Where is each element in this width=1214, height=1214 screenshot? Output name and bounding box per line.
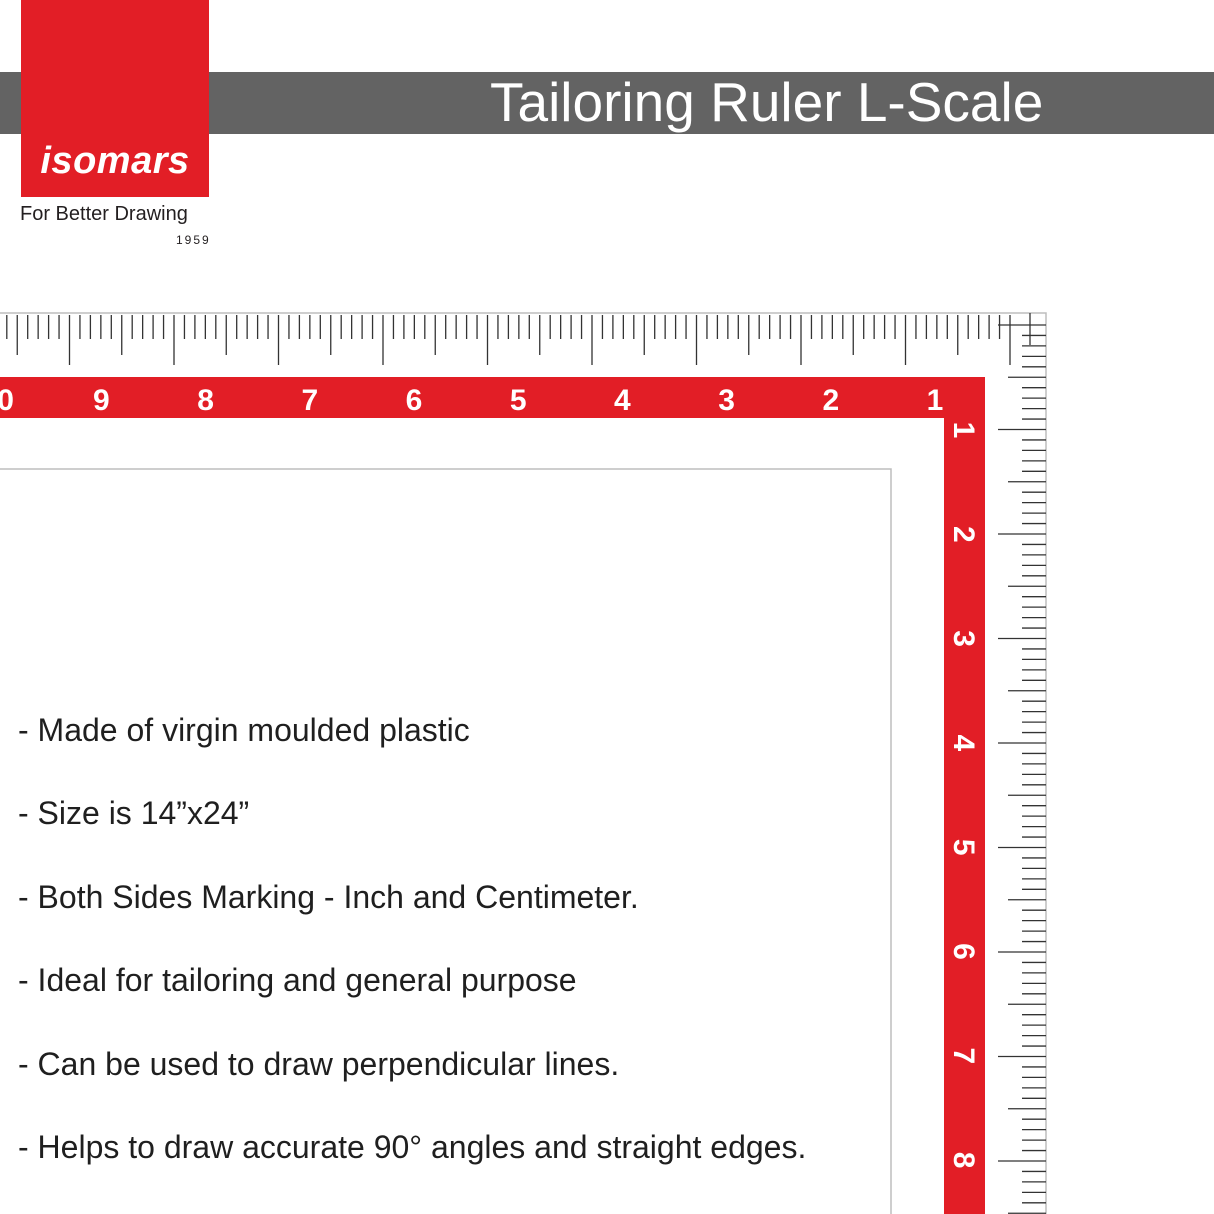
feature-item: - Made of virgin moulded plastic (18, 712, 470, 748)
ruler-vertical-label: 2 (947, 526, 980, 543)
ruler-horizontal-label: 1 (927, 384, 944, 417)
ruler-vertical-label: 3 (947, 630, 980, 647)
brand-year: 1959 (176, 233, 211, 247)
ruler-vertical-ticks (998, 313, 1046, 1214)
ruler-vertical-label: 5 (947, 839, 980, 856)
ruler-vertical-label: 6 (947, 943, 980, 960)
ruler-vertical-label: 7 (947, 1047, 980, 1064)
ruler-horizontal-label: 5 (510, 384, 527, 417)
brand-tagline: For Better Drawing (20, 203, 188, 225)
ruler-vertical-band (944, 377, 985, 1214)
ruler-vertical-label: 4 (947, 735, 980, 752)
ruler-vertical-label: 8 (947, 1152, 980, 1169)
ruler-horizontal-label: 3 (718, 384, 735, 417)
ruler-horizontal-band (0, 377, 985, 418)
ruler-inner-edge (0, 468, 892, 1214)
ruler-vertical-label: 1 (947, 422, 980, 439)
brand-logo: isomars (21, 0, 209, 197)
feature-item: - Size is 14”x24” (18, 795, 250, 832)
ruler-horizontal-label: 8 (197, 384, 214, 417)
ruler-horizontal-label: 7 (301, 384, 318, 417)
ruler-horizontal-label: 6 (406, 384, 423, 417)
ruler-horizontal-label: 2 (822, 384, 839, 417)
feature-list: - Made of virgin moulded plastic - Size … (18, 710, 898, 1210)
ruler-horizontal-label: 9 (93, 384, 110, 417)
ruler-horizontal-labels: 10 9 8 7 6 5 4 3 2 1 (0, 384, 943, 417)
ruler-horizontal-label: 4 (614, 384, 631, 417)
ruler-outer-edge (0, 312, 1047, 1214)
brand-logo-wordmark: isomars (40, 140, 190, 182)
feature-item: - Can be used to draw perpendicular line… (18, 1045, 620, 1082)
ruler-horizontal-label: 10 (0, 384, 14, 417)
page-title: Tailoring Ruler L-Scale (490, 71, 1044, 133)
ruler-vertical-labels: 1 2 3 4 5 6 7 8 (947, 422, 980, 1169)
feature-item: - Helps to draw accurate 90° angles and … (18, 1128, 807, 1165)
ruler-horizontal-ticks (6, 315, 1011, 365)
feature-item: - Both Sides Marking - Inch and Centimet… (18, 878, 639, 915)
feature-item: - Ideal for tailoring and general purpos… (18, 962, 577, 999)
